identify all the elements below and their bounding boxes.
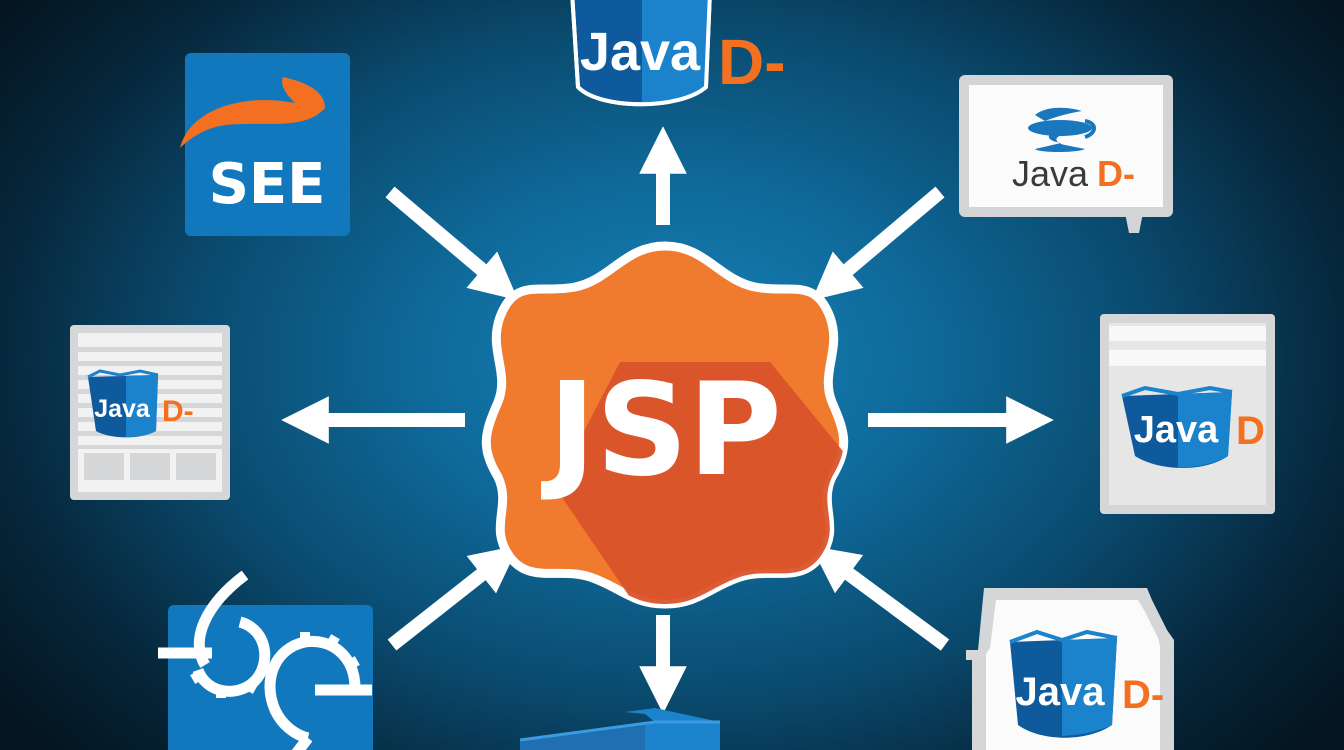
arrow-inbound-bottom-right — [810, 545, 950, 651]
arrow-inbound-top-left — [385, 186, 519, 301]
see-label: SEE — [209, 152, 326, 217]
node-java-cup-top: Java D- — [560, 0, 830, 117]
java-suffix: D- — [162, 395, 194, 428]
java-label: Java — [580, 22, 701, 82]
node-speech-bubble-card: Java D- — [957, 73, 1177, 238]
node-document-card-left: Java D- — [70, 325, 230, 500]
arrow-inbound-top-right — [811, 186, 945, 301]
node-document-card-right: Java D — [1100, 314, 1275, 514]
jsp-center-badge: JSP — [470, 232, 860, 612]
java-suffix: D- — [1122, 673, 1164, 717]
node-shield-card: Java D- — [962, 580, 1182, 750]
gear-teeth-icon — [190, 632, 360, 698]
java-suffix: D- — [1097, 153, 1135, 194]
node-java-cup-bottom — [515, 708, 725, 750]
java-label: Java — [94, 395, 151, 423]
java-label: Java — [1016, 670, 1106, 714]
node-gears-tile — [150, 570, 380, 750]
java-suffix: D- — [718, 26, 786, 98]
swoosh-icon — [180, 77, 325, 148]
coffee-cup-icon — [1028, 107, 1096, 152]
java-label: Java — [1012, 153, 1089, 194]
java-cup-icon — [1009, 629, 1118, 738]
arrow-inbound-bottom-left — [387, 545, 519, 651]
java-cup-icon — [87, 369, 159, 438]
java-label: Java — [1134, 409, 1219, 451]
node-see-logo: SEE — [180, 53, 350, 236]
java-cup-icon — [1121, 385, 1233, 468]
center-label: JSP — [540, 356, 782, 505]
java-suffix: D — [1236, 409, 1265, 453]
